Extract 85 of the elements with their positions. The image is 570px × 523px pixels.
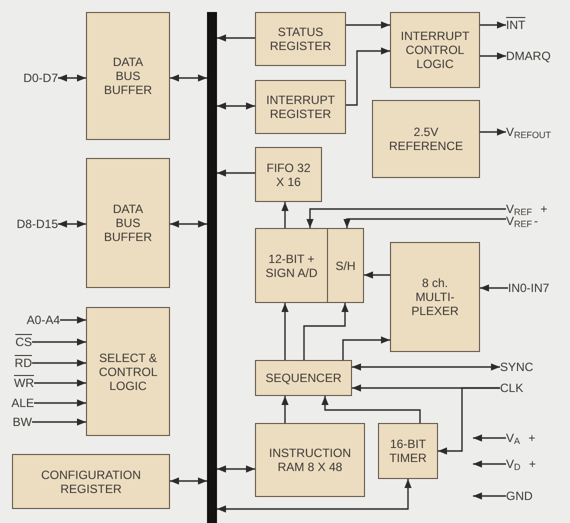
connector-arrow [58,220,86,228]
connector-arrow [58,74,86,82]
connector-arrow [170,477,207,485]
connector-arrow [32,359,86,367]
connector-arrow [480,284,508,292]
block-label: DATA BUS BUFFER [104,202,152,244]
pin-label: V$_{D}$ + [506,456,546,472]
connector-arrow [281,396,289,423]
function-block [86,307,170,436]
block-label: 12-BIT + SIGN A/D [266,252,318,280]
function-block [327,228,364,303]
connector-arrow [32,338,86,346]
connector-arrow [321,396,421,423]
connector-arrow [473,434,506,442]
pin-label: RD [10,355,32,371]
block-label: FIFO 32 X 16 [266,160,310,188]
function-block [378,423,438,479]
block-label: INTERRUPT CONTROL LOGIC [400,29,470,71]
function-block [86,158,170,288]
function-block [255,12,346,66]
connector-arrow [217,169,255,177]
connector-arrow [343,218,506,228]
pin-label: V$_{REF}$ + [506,201,556,217]
connector-arrow [217,34,255,42]
block-label: S/H [335,258,356,272]
connector-arrow [346,47,390,106]
function-block [255,423,365,497]
connector-arrow [32,418,86,426]
block-label: SEQUENCER [265,371,342,385]
pin-label: A0-A4 [18,312,60,328]
block-label: CONFIGURATION REGISTER [41,468,141,496]
pin-label: V$_{A}$ + [506,430,546,446]
function-block [255,147,322,202]
connector-arrow [170,220,207,228]
pin-label: GND [506,488,540,504]
connector-arrow [346,21,390,29]
connector-arrow [342,336,390,360]
connector-arrow [306,208,506,228]
pin-label: INT [506,17,532,33]
function-block [255,228,328,303]
connector-arrow [217,465,255,473]
pin-label: BW [10,414,32,430]
block-label: SELECT & CONTROL LOGIC [98,350,158,392]
function-block [86,12,170,140]
pin-label: V$_{REFOUT}$ [506,124,568,140]
function-block [390,242,480,352]
connector-arrow [217,479,412,513]
pin-label: WR [10,375,34,391]
connector-arrow [34,399,86,407]
connector-arrow [281,303,289,360]
pin-label: DMARQ [506,48,556,64]
connector-arrow [170,74,207,82]
block-label: INTERRUPT REGISTER [266,93,335,121]
connector-arrow [473,460,506,468]
function-block [390,12,480,88]
connector-arrow [480,128,506,136]
block-label: 16-BIT TIMER [389,437,427,465]
function-block [372,100,480,178]
block-label: INSTRUCTION RAM 8 X 48 [268,446,352,474]
pin-label: D8-D15 [4,216,58,232]
connector-arrow [480,21,506,29]
connector-arrow [364,271,390,279]
connector-arrow [438,387,500,455]
function-block [255,80,346,134]
data-bus-bar [207,12,217,523]
pin-label: CS [10,334,32,350]
function-block [12,454,170,509]
connector-arrow [473,492,506,500]
connector-arrow [303,303,349,360]
connector-arrow [60,316,86,324]
pin-label: CLK [500,380,532,396]
pin-label: SYNC [500,359,540,375]
block-label: 8 ch. MULTI-PLEXER [410,276,460,318]
block-label: DATA BUS BUFFER [104,55,152,97]
function-block [255,360,352,396]
pin-label: ALE [10,395,34,411]
block-label: 2.5V REFERENCE [389,125,463,153]
block-label: STATUS REGISTER [270,25,332,53]
connector-arrow [352,363,500,371]
connector-arrow [281,202,289,228]
pin-label: D0-D7 [8,70,58,86]
connector-arrow [480,52,506,60]
pin-label: IN0-IN7 [508,280,566,296]
connector-arrow [34,379,86,387]
connector-arrow [217,102,255,110]
